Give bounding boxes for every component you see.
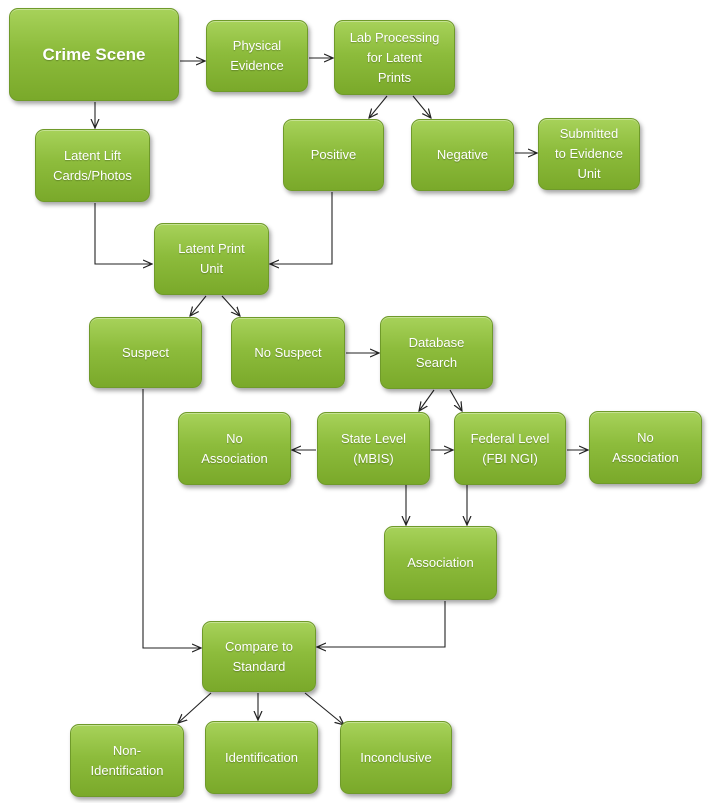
node-label: No Association — [201, 430, 268, 466]
node-label: Federal Level (FBI NGI) — [470, 430, 550, 466]
node-label: Association — [407, 555, 474, 570]
node-label: State Level (MBIS) — [340, 430, 407, 466]
node-submitted-to-evidence[interactable]: Submitted to Evidence Unit — [538, 118, 640, 190]
node-label: Positive — [310, 147, 357, 162]
edge-database-to-federal — [449, 389, 462, 411]
node-label: Latent Print Unit — [178, 241, 245, 276]
node-no-association-left[interactable]: No Association — [178, 412, 291, 485]
edge-lab-to-positive — [369, 95, 388, 118]
node-label: Suspect — [122, 344, 169, 360]
edge-lpu-to-suspect — [190, 295, 207, 316]
node-latent-print-unit[interactable]: Latent Print Unit — [154, 223, 269, 295]
node-association[interactable]: Association — [384, 526, 497, 600]
node-lab-processing[interactable]: Lab Processing for Latent Prints — [334, 20, 455, 95]
node-label: Negative — [436, 147, 489, 162]
node-state-level[interactable]: State Level (MBIS) — [317, 412, 430, 485]
node-label: Latent Lift Cards/Photos — [53, 147, 132, 183]
node-crime-scene[interactable]: Crime Scene — [9, 8, 179, 101]
node-label: Non- Identification — [90, 742, 164, 778]
edge-positive-to-lpu — [270, 192, 333, 264]
node-label: No Association — [612, 429, 679, 465]
node-latent-lift-cards[interactable]: Latent Lift Cards/Photos — [35, 129, 150, 202]
node-inconclusive[interactable]: Inconclusive — [340, 721, 452, 794]
edge-compare-to-inconclusive — [304, 692, 344, 725]
node-positive[interactable]: Positive — [283, 119, 384, 191]
node-identification[interactable]: Identification — [205, 721, 318, 794]
node-suspect[interactable]: Suspect — [89, 317, 202, 388]
edge-latentlift-to-lpu — [94, 203, 152, 264]
edge-database-to-state — [419, 389, 435, 411]
node-database-search[interactable]: Database Search — [380, 316, 493, 389]
node-label: Compare to Standard — [225, 638, 293, 674]
node-no-association-right[interactable]: No Association — [589, 411, 702, 484]
node-label: Lab Processing for Latent Prints — [349, 29, 440, 85]
node-label: Inconclusive — [360, 749, 432, 765]
node-negative[interactable]: Negative — [411, 119, 514, 191]
node-non-identification[interactable]: Non- Identification — [70, 724, 184, 797]
node-physical-evidence[interactable]: Physical Evidence — [206, 20, 308, 92]
edge-suspect-to-compare — [142, 389, 201, 648]
edge-compare-to-nonid — [178, 692, 212, 723]
node-label: Crime Scene — [42, 44, 146, 64]
edge-lab-to-negative — [412, 95, 431, 118]
edge-association-to-compare — [317, 601, 446, 647]
node-label: Physical Evidence — [230, 38, 284, 73]
node-compare-to-standard[interactable]: Compare to Standard — [202, 621, 316, 692]
node-label: Database Search — [408, 334, 465, 370]
node-label: Submitted to Evidence Unit — [555, 126, 623, 181]
node-federal-level[interactable]: Federal Level (FBI NGI) — [454, 412, 566, 485]
node-label: No Suspect — [254, 344, 322, 360]
node-no-suspect[interactable]: No Suspect — [231, 317, 345, 388]
node-label: Identification — [225, 749, 298, 765]
edge-lpu-to-nosuspect — [221, 295, 240, 316]
